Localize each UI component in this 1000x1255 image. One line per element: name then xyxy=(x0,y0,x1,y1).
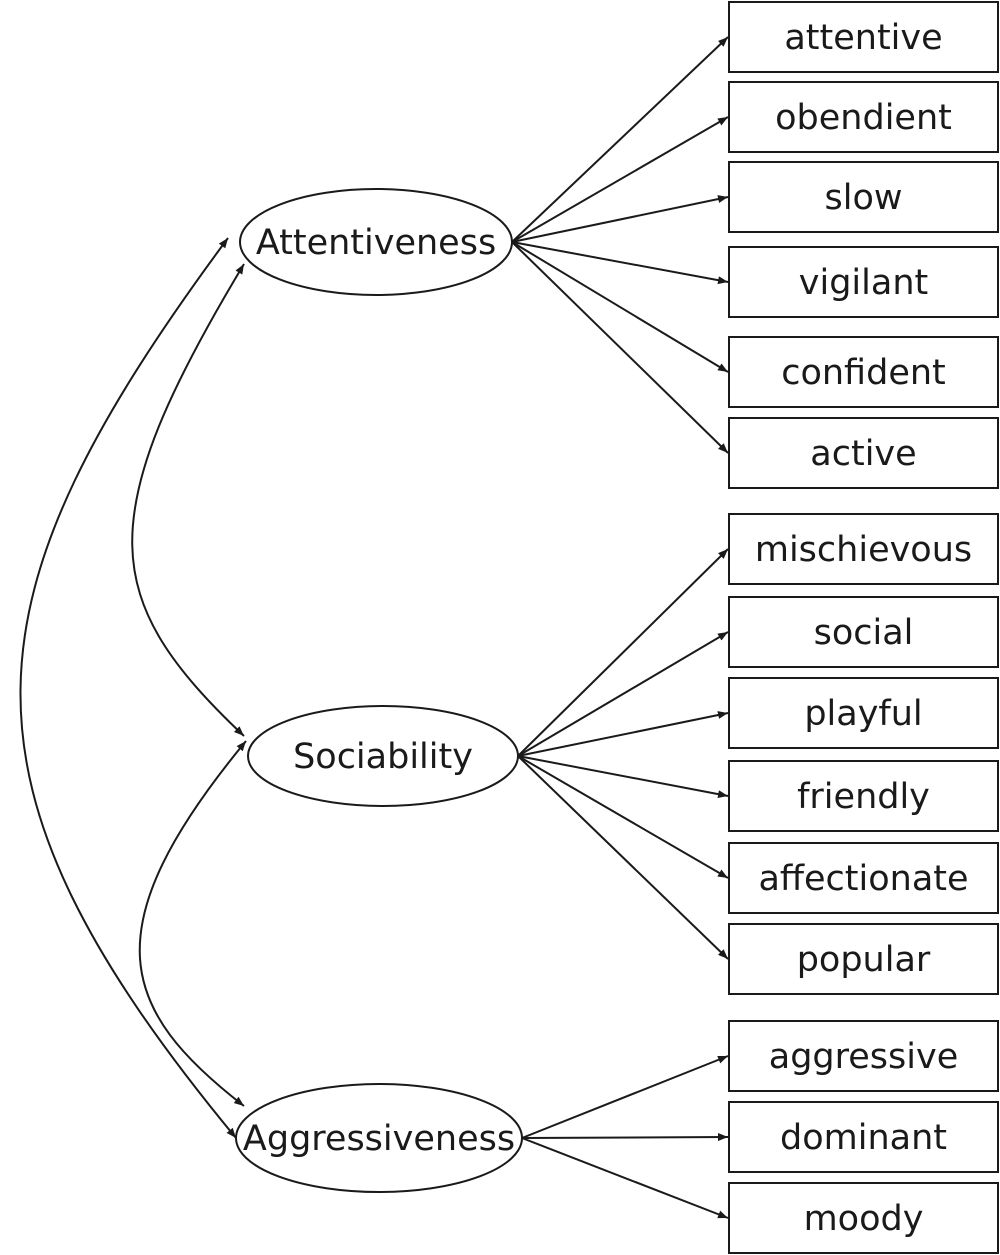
indicator-box xyxy=(728,760,999,832)
indicator-label: active xyxy=(810,434,916,474)
factor-label: Attentiveness xyxy=(256,223,496,263)
factor-attentiveness: Attentiveness xyxy=(239,188,513,296)
indicator-slow: slow xyxy=(728,161,999,233)
indicator-friendly: friendly xyxy=(728,760,999,832)
indicator-popular: popular xyxy=(728,923,999,995)
indicator-label: slow xyxy=(825,178,903,218)
indicator-label: mischievous xyxy=(755,530,972,570)
indicator-label: friendly xyxy=(797,777,930,817)
indicator-vigilant: vigilant xyxy=(728,246,999,318)
edges-layer xyxy=(19,36,729,1219)
nodes-layer: attentive obendient slow vigilant confident a… xyxy=(235,1,999,1254)
indicator-active: active xyxy=(728,417,999,489)
indicator-label: obendient xyxy=(775,98,952,138)
indicator-playful: playful xyxy=(728,677,999,749)
indicator-label: playful xyxy=(804,694,922,734)
loading-attentiveness-obendient xyxy=(511,116,729,243)
indicator-box xyxy=(728,1182,999,1254)
indicator-label: moody xyxy=(804,1199,924,1239)
indicator-box xyxy=(728,161,999,233)
indicator-box xyxy=(728,842,999,914)
indicator-obendient: obendient xyxy=(728,81,999,153)
indicator-attentive: attentive xyxy=(728,1,999,73)
indicator-label: affectionate xyxy=(758,859,968,899)
correlation-sociability-aggressiveness xyxy=(138,740,247,1107)
indicator-box xyxy=(728,81,999,153)
factor-ellipse xyxy=(247,705,519,807)
loading-sociability-popular xyxy=(517,755,729,960)
loading-sociability-mischievous xyxy=(517,548,729,757)
indicator-box xyxy=(728,1,999,73)
indicator-mischievous: mischievous xyxy=(728,513,999,585)
factor-sociability: Sociability xyxy=(247,705,519,807)
indicator-label: dominant xyxy=(780,1118,947,1158)
indicator-aggressive: aggressive xyxy=(728,1020,999,1092)
indicator-confident: confident xyxy=(728,336,999,408)
loading-attentiveness-active xyxy=(511,241,729,454)
indicator-social: social xyxy=(728,596,999,668)
loading-aggressiveness-aggressive xyxy=(521,1055,729,1139)
indicator-box xyxy=(728,336,999,408)
indicator-label: social xyxy=(814,613,914,653)
loading-sociability-affectionate xyxy=(517,755,729,879)
factor-ellipse xyxy=(235,1083,523,1193)
correlation-attentiveness-sociability xyxy=(131,263,245,737)
indicator-box xyxy=(728,596,999,668)
indicator-box xyxy=(728,1101,999,1173)
indicator-label: attentive xyxy=(784,18,942,58)
indicator-box xyxy=(728,246,999,318)
loading-attentiveness-attentive xyxy=(511,36,729,243)
loading-sociability-friendly xyxy=(517,755,729,799)
factor-aggressiveness: Aggressiveness xyxy=(235,1083,523,1193)
factor-ellipse xyxy=(239,188,513,296)
loading-sociability-social xyxy=(517,631,729,757)
loading-aggressiveness-dominant xyxy=(521,1133,729,1142)
indicator-affectionate: affectionate xyxy=(728,842,999,914)
indicator-box xyxy=(728,417,999,489)
indicator-box xyxy=(728,677,999,749)
indicator-box xyxy=(728,513,999,585)
indicator-moody: moody xyxy=(728,1182,999,1254)
indicator-box xyxy=(728,1020,999,1092)
indicator-label: confident xyxy=(781,353,946,393)
loading-attentiveness-slow xyxy=(511,195,729,243)
indicator-label: popular xyxy=(797,940,931,980)
factor-label: Aggressiveness xyxy=(243,1119,515,1159)
loading-attentiveness-vigilant xyxy=(511,241,729,285)
indicator-label: vigilant xyxy=(799,263,928,303)
correlation-attentiveness-aggressiveness xyxy=(19,237,237,1139)
loading-attentiveness-confident xyxy=(511,241,729,373)
indicator-dominant: dominant xyxy=(728,1101,999,1173)
factor-label: Sociability xyxy=(293,737,473,777)
indicator-box xyxy=(728,923,999,995)
loading-aggressiveness-moody xyxy=(521,1137,729,1219)
loading-sociability-playful xyxy=(517,711,729,757)
indicator-label: aggressive xyxy=(769,1037,958,1077)
